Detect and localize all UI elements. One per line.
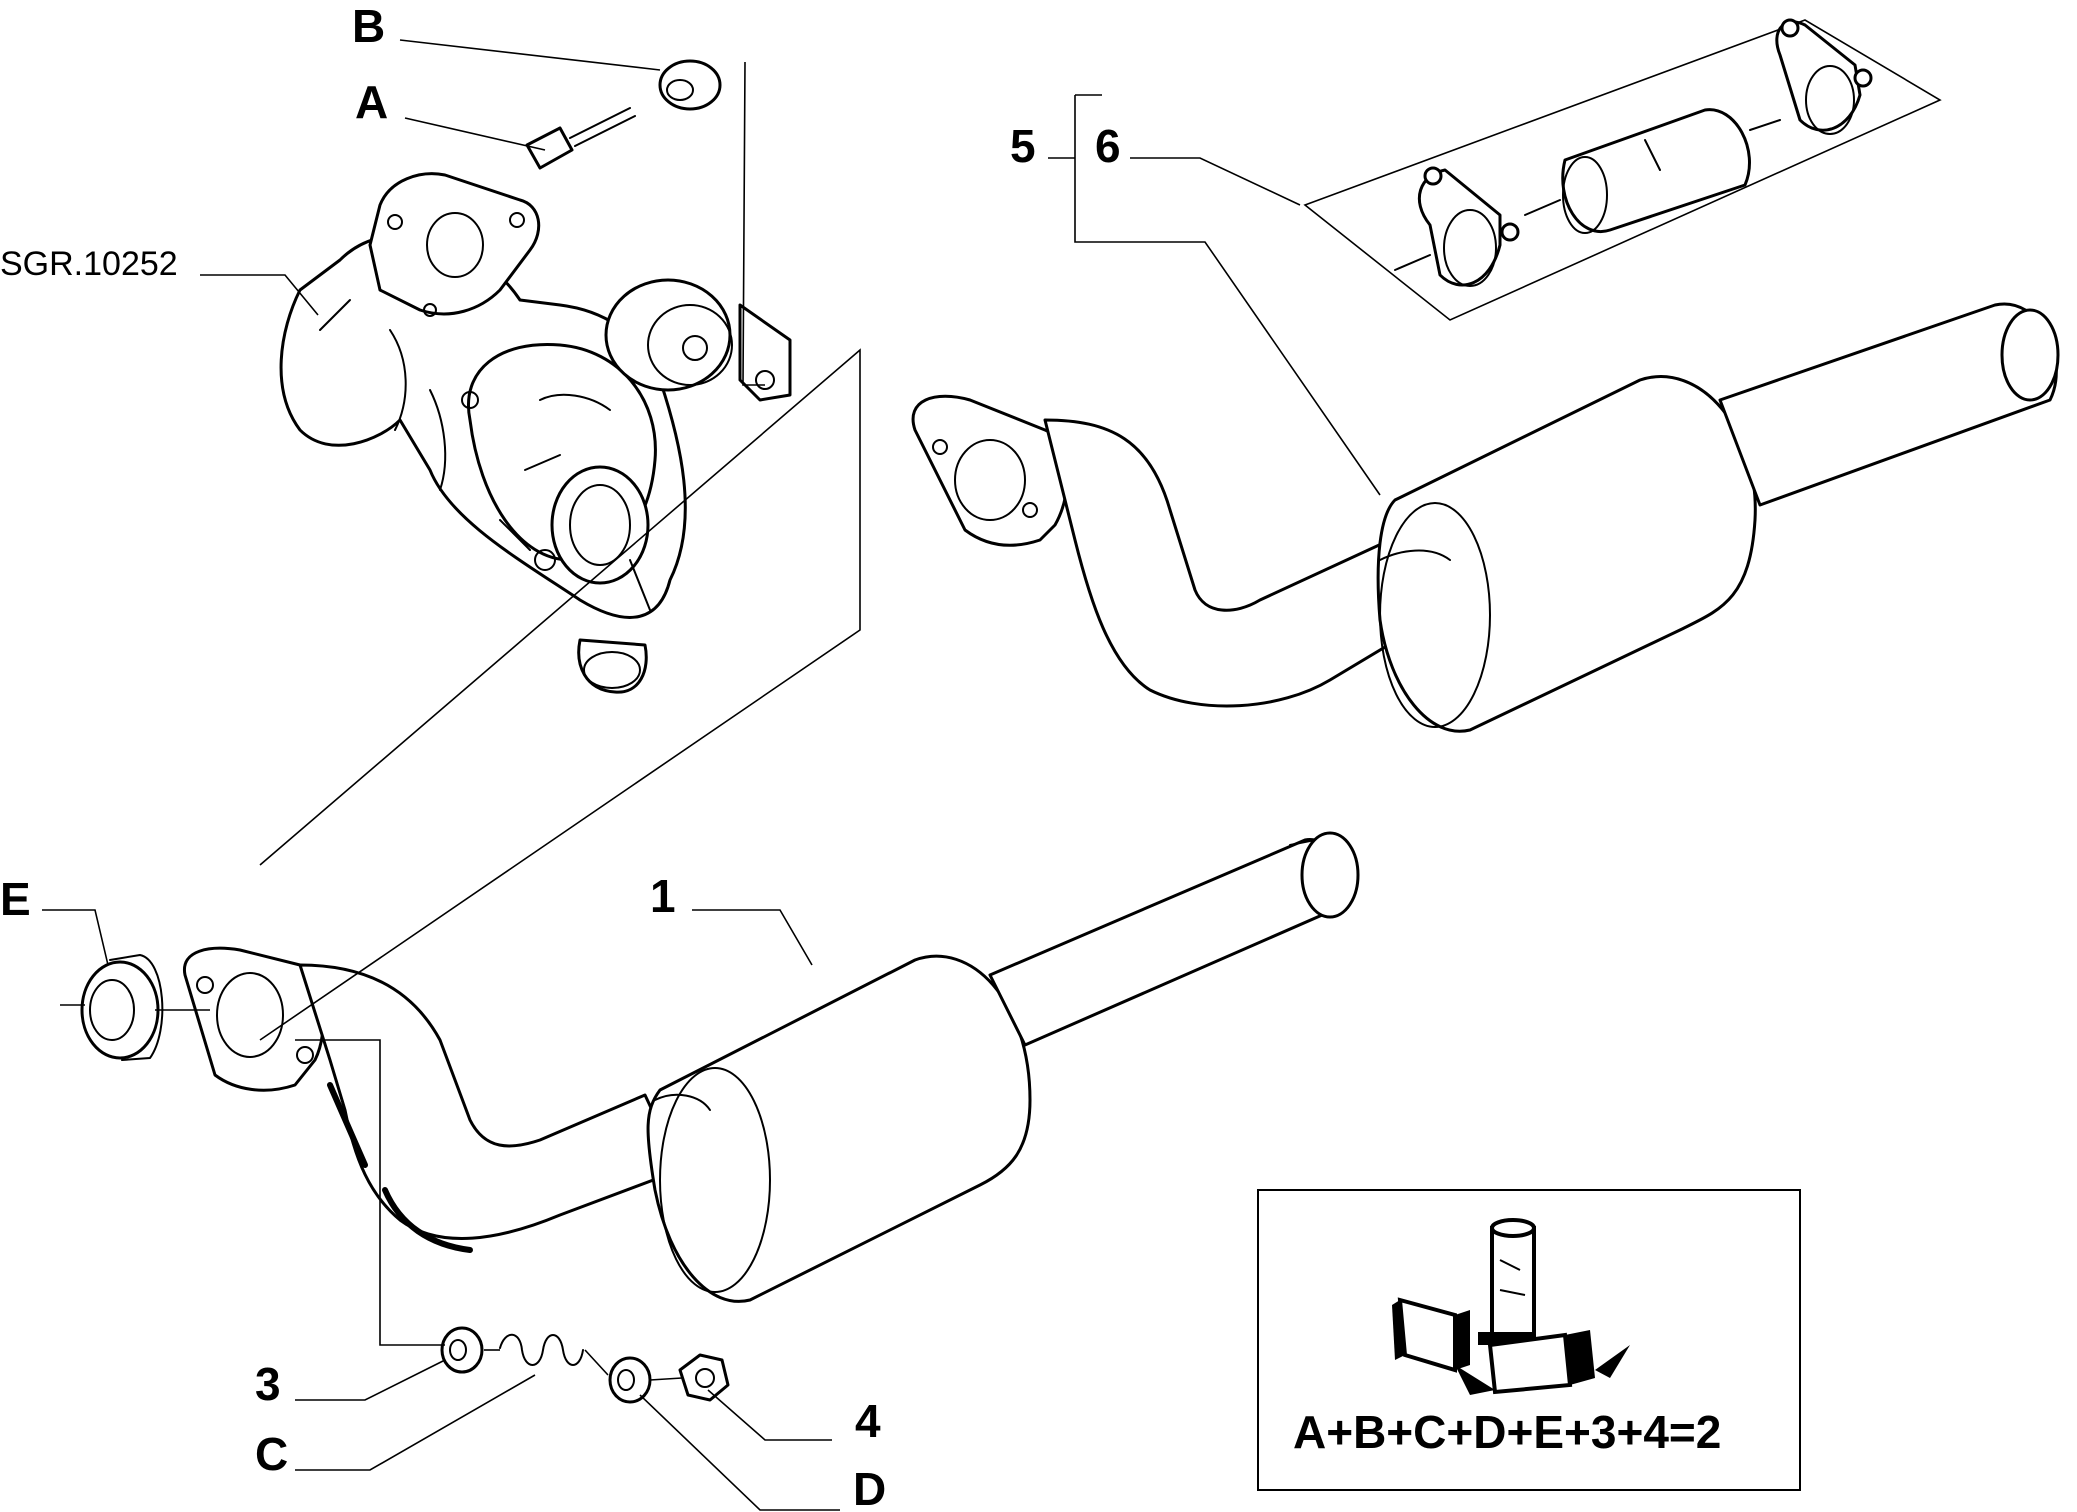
label-1: 1 <box>650 870 676 922</box>
kit-formula: A+B+C+D+E+3+4=2 <box>1293 1406 1721 1458</box>
label-a: A <box>355 76 388 128</box>
nut-4 <box>678 1353 730 1402</box>
label-3: 3 <box>255 1358 281 1410</box>
label-4: 4 <box>855 1395 881 1447</box>
washer-3 <box>440 1326 484 1374</box>
gasket-e <box>80 954 164 1061</box>
stud-bolt-a <box>525 107 636 170</box>
label-e: E <box>0 873 31 925</box>
catalytic-converter-lower <box>183 831 1360 1303</box>
turbocharger <box>279 172 792 694</box>
washer-d <box>608 1356 652 1404</box>
label-5: 5 <box>1010 120 1036 172</box>
label-sgr-ref: SGR.10252 <box>0 245 178 283</box>
label-c: C <box>255 1428 288 1480</box>
parts-kit-icon <box>1392 1218 1630 1395</box>
leader-lines <box>42 39 1381 1511</box>
hardware-chain <box>440 1326 730 1404</box>
label-6: 6 <box>1095 120 1121 172</box>
clamp-kit-6 <box>1303 18 1942 321</box>
label-b: B <box>352 0 385 52</box>
label-d: D <box>853 1463 886 1512</box>
catalytic-converter-upper <box>911 302 2060 733</box>
spring-c <box>499 1333 584 1366</box>
kit-box: A+B+C+D+E+3+4=2 <box>1257 1189 1801 1491</box>
washer-nut-b <box>658 59 722 111</box>
connector-lines <box>60 61 861 1381</box>
